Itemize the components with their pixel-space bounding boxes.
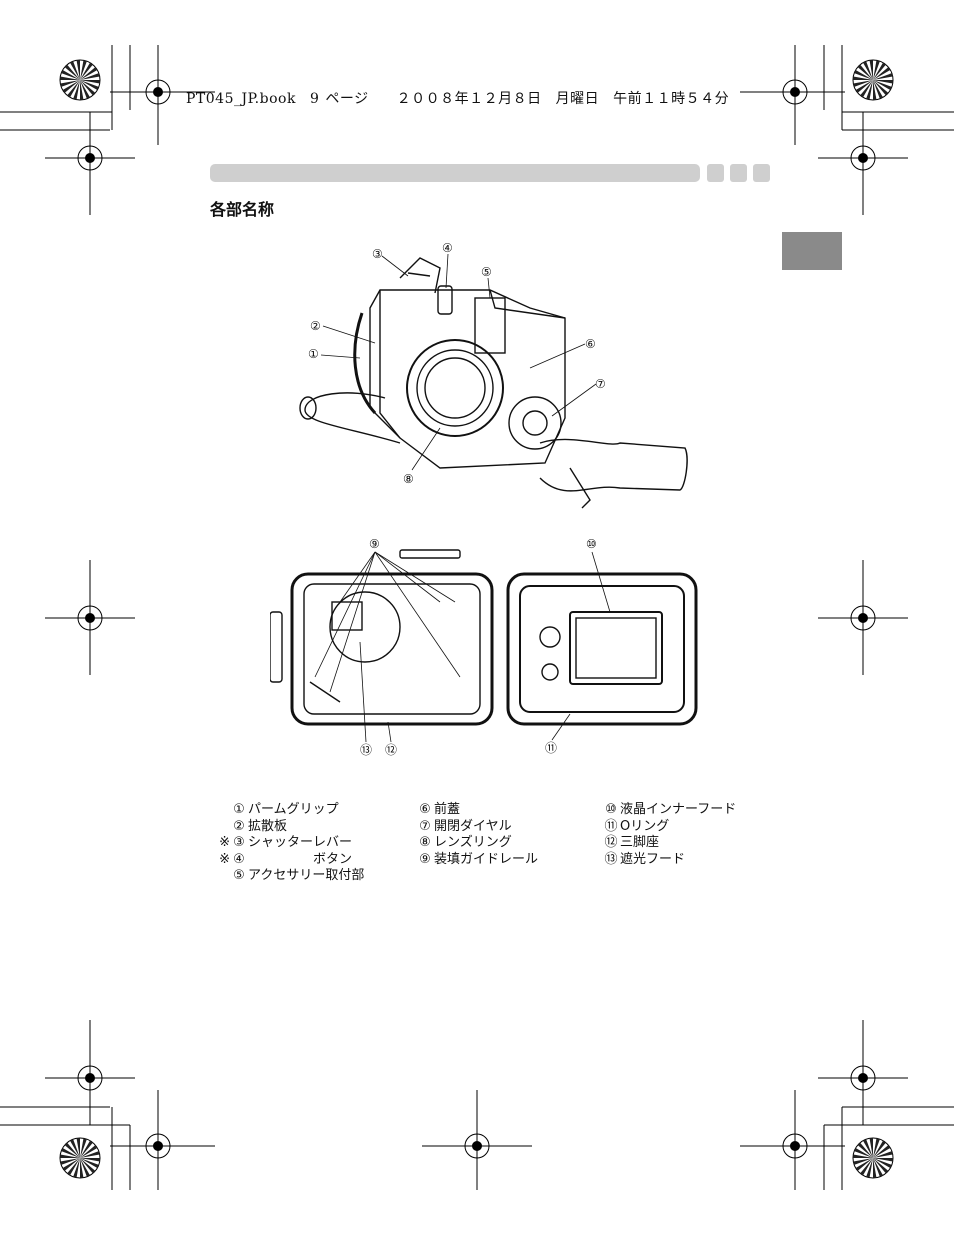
callout-9: ⑨ [369,537,380,551]
housing-open-illustration: ⑨ ⑩ ⑬ ⑫ ⑪ [270,537,698,757]
header-date: ２００８年１２月８日 [396,91,542,107]
legend-item-number: ⑤ [233,868,245,883]
header-time: 午前１１時５４分 [613,91,730,107]
legend-item-mark: ※ [219,835,230,850]
banner-square [730,164,747,182]
legend-item-label: 開閉ダイヤル [434,818,512,834]
section-title: 各部名称 [210,200,275,219]
legend-item-number: ⑦ [419,818,431,834]
callout-2: ② [310,319,321,333]
callout-10: ⑩ [586,537,597,551]
starburst-target [852,59,894,101]
housing-front-half [506,572,698,726]
callout-12: ⑫ [385,743,397,757]
side-index-tab [782,232,842,270]
legend-item-number: ⑨ [419,851,431,867]
legend-item-number: ② [233,818,245,834]
legend-item-number: ④ [233,851,245,867]
housing-back-half [290,572,494,726]
section-banner [210,164,700,182]
legend-item: ※④ ボタン [216,852,364,869]
header-page: 9 ページ [310,91,383,107]
legend-item-label: 前蓋 [434,802,461,817]
starburst-target [59,1137,101,1179]
callout-4: ④ [442,241,453,255]
housing-front-illustration: ③ ④ ⑤ ② ⑥ ① ⑦ ⑧ [299,241,688,509]
banner-square [707,164,724,182]
callout-11: ⑪ [545,741,557,755]
legend-item-number: ⑪ [604,818,618,834]
callout-7: ⑦ [595,377,606,391]
legend-item-number: ⑬ [604,851,618,867]
housing-body [369,289,566,469]
legend-item-label: ボタン [248,851,353,867]
header-page-number: 9 [309,91,320,107]
legend-item-mark: ※ [219,851,230,867]
wrist-strap [304,392,401,444]
lens-cap [539,438,688,492]
lcd-inner-hood [569,611,663,685]
legend-item-label: 三脚座 [620,835,660,850]
legend-item-label: パームグリップ [248,802,339,817]
print-header: PT045_JP.book 9 ページ ２００８年１２月８日月曜日午前１１時５４分 [186,88,743,108]
legend-item-label: アクセサリー取付部 [248,868,365,883]
banner-square [753,164,770,182]
legend-item-number: ⑥ [419,802,431,817]
legend-item-label: シャッターレバー [248,835,353,850]
starburst-target [59,59,101,101]
callout-3: ③ [372,247,383,261]
callout-5: ⑤ [481,265,492,279]
callout-6: ⑥ [585,337,596,351]
legend-item-label: 液晶インナーフード [620,802,737,817]
legend-item-label: Oリング [620,818,670,834]
legend-item-number: ③ [233,835,245,850]
legend-item-label: 装填ガイドレール [434,851,539,867]
legend-item-label: 拡散板 [248,818,288,834]
header-page-unit: ページ [325,91,369,107]
header-weekday: 月曜日 [555,91,600,107]
legend-item-number: ① [233,802,245,817]
callout-1: ① [308,347,319,361]
callout-8: ⑧ [403,472,414,486]
starburst-target [852,1137,894,1179]
header-file: PT045_JP.book [186,91,296,107]
legend-item-number: ⑧ [419,835,431,850]
legend-item-label: レンズリング [434,835,512,850]
legend-item-number: ⑫ [604,835,618,850]
callout-13: ⑬ [360,743,372,757]
legend-item-label: 遮光フード [620,851,686,867]
legend-item-number: ⑩ [605,802,617,817]
o-ring [519,585,685,713]
